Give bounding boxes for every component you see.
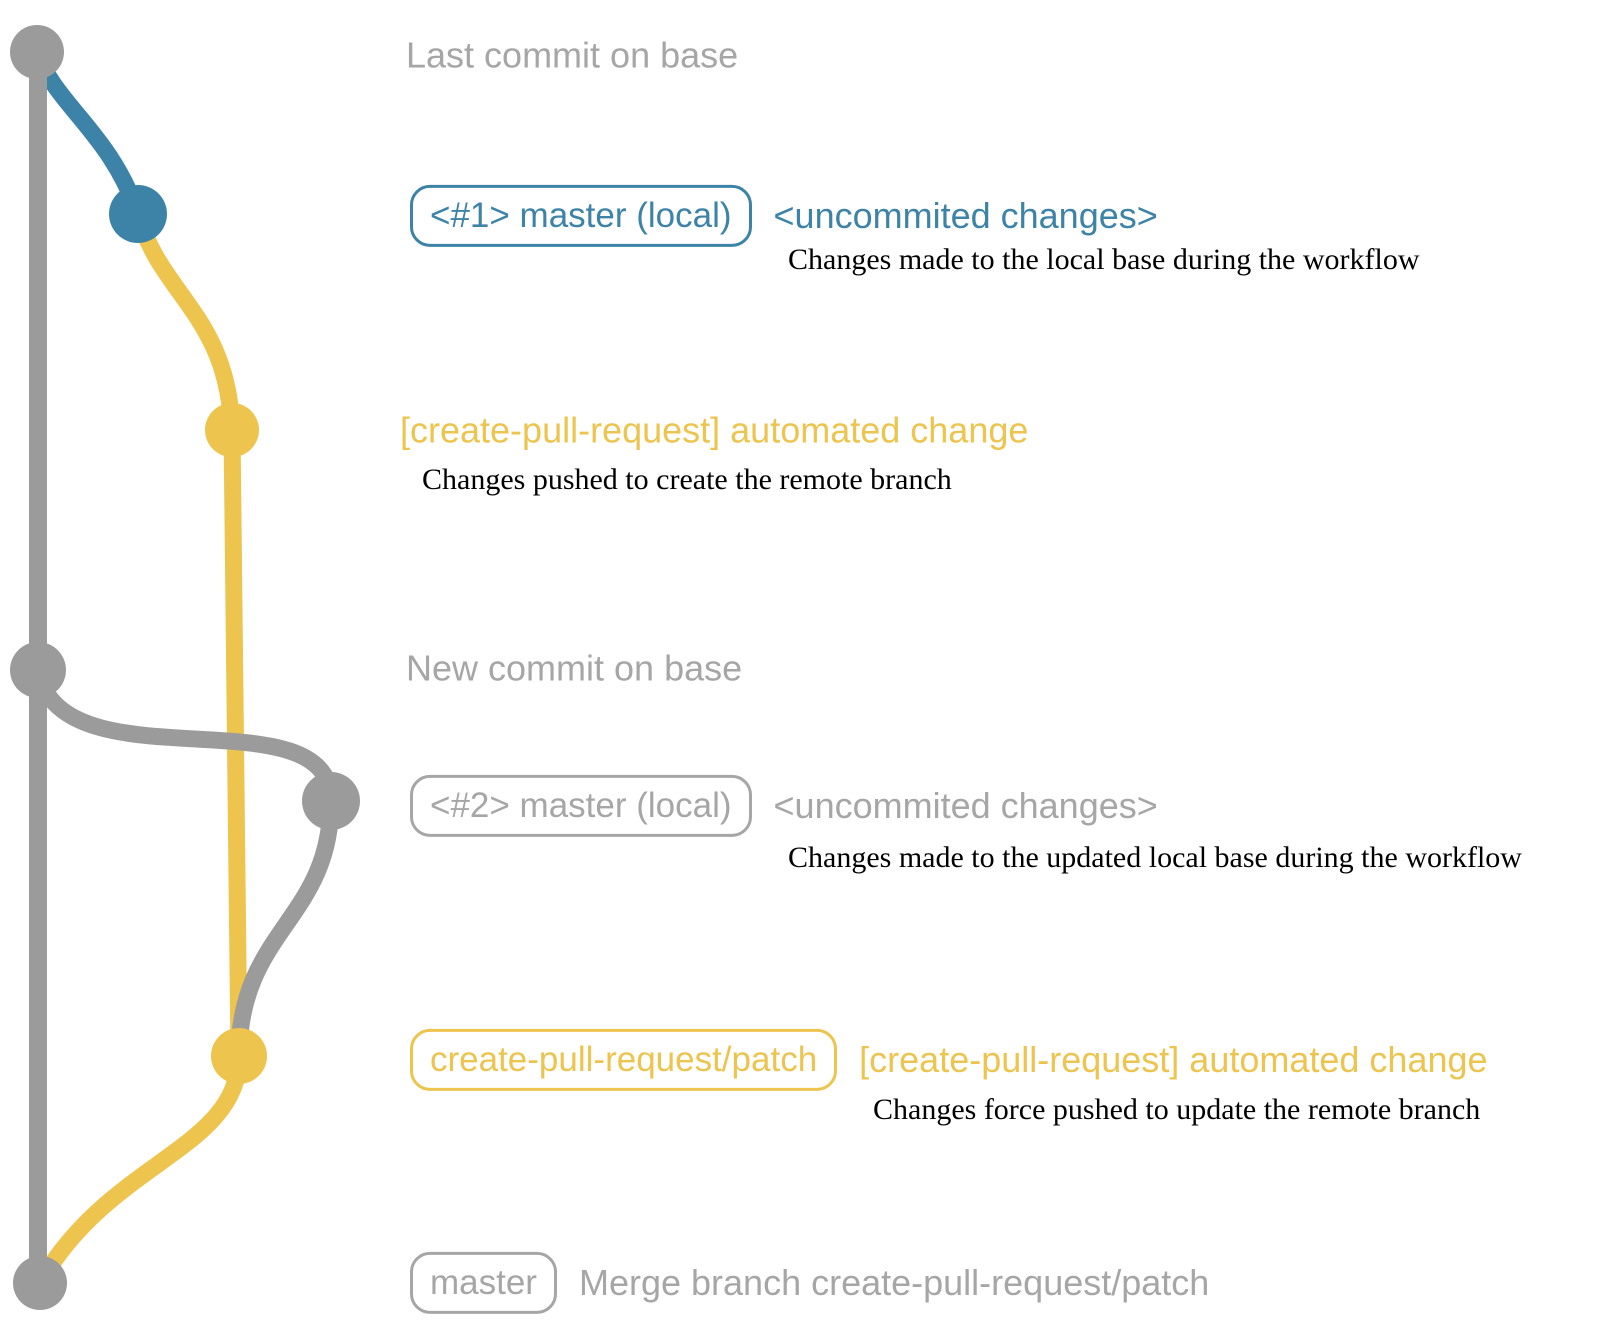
branch-ref-badge-master: master: [410, 1251, 557, 1315]
commit-message-local-1: <uncommited changes>: [773, 195, 1158, 237]
branch-graph: [10, 25, 360, 1310]
force-push-curve: [230, 792, 340, 1065]
commit-dot-base-tip: [10, 25, 64, 79]
commit-dot-base-new: [10, 642, 66, 698]
commit-annotation-base-tip: Last commit on base: [406, 34, 739, 76]
patch-branch-curve-from-local: [129, 205, 241, 439]
commit-row-patch-1: [create-pull-request] automated change: [400, 409, 1028, 450]
branch-ref-badge-patch: create-pull-request/patch: [410, 1028, 838, 1092]
commit-dot-local-1: [109, 185, 167, 243]
commit-message-merge: Merge branch create-pull-request/patch: [578, 1262, 1210, 1304]
commit-message-local-2: <uncommited changes>: [773, 785, 1158, 827]
commit-row-patch-2: create-pull-request/patch [create-pull-r…: [410, 1028, 1488, 1092]
commit-dot-merge: [13, 1256, 67, 1310]
commit-description-local-2: Changes made to the updated local base d…: [788, 841, 1522, 874]
commit-description-patch-2: Changes force pushed to update the remot…: [873, 1093, 1481, 1126]
commit-description-patch-1: Changes pushed to create the remote bran…: [422, 463, 952, 496]
commit-row-local-1: <#1> master (local) <uncommited changes>: [410, 184, 1158, 248]
commit-row-merge: master Merge branch create-pull-request/…: [410, 1251, 1210, 1315]
commit-message-patch-1: [create-pull-request] automated change: [400, 409, 1029, 451]
patch-merge-curve-to-base: [31, 1047, 248, 1292]
local-rebase-curve: [29, 661, 340, 810]
branch-ref-badge-local-2: <#2> master (local): [410, 774, 752, 838]
commit-dot-patch-1: [205, 403, 259, 457]
commit-dot-local-2: [302, 772, 360, 830]
commit-row-base-new: New commit on base: [406, 647, 742, 688]
commit-description-local-1: Changes made to the local base during th…: [788, 243, 1420, 276]
commit-row-local-2: <#2> master (local) <uncommited changes>: [410, 774, 1158, 838]
commit-dot-patch-2: [211, 1028, 267, 1084]
commit-annotation-base-new: New commit on base: [406, 647, 743, 689]
commit-message-patch-2: [create-pull-request] automated change: [859, 1039, 1488, 1081]
commit-row-base-tip: Last commit on base: [406, 34, 738, 75]
branch-ref-badge-local-1: <#1> master (local): [410, 184, 752, 248]
